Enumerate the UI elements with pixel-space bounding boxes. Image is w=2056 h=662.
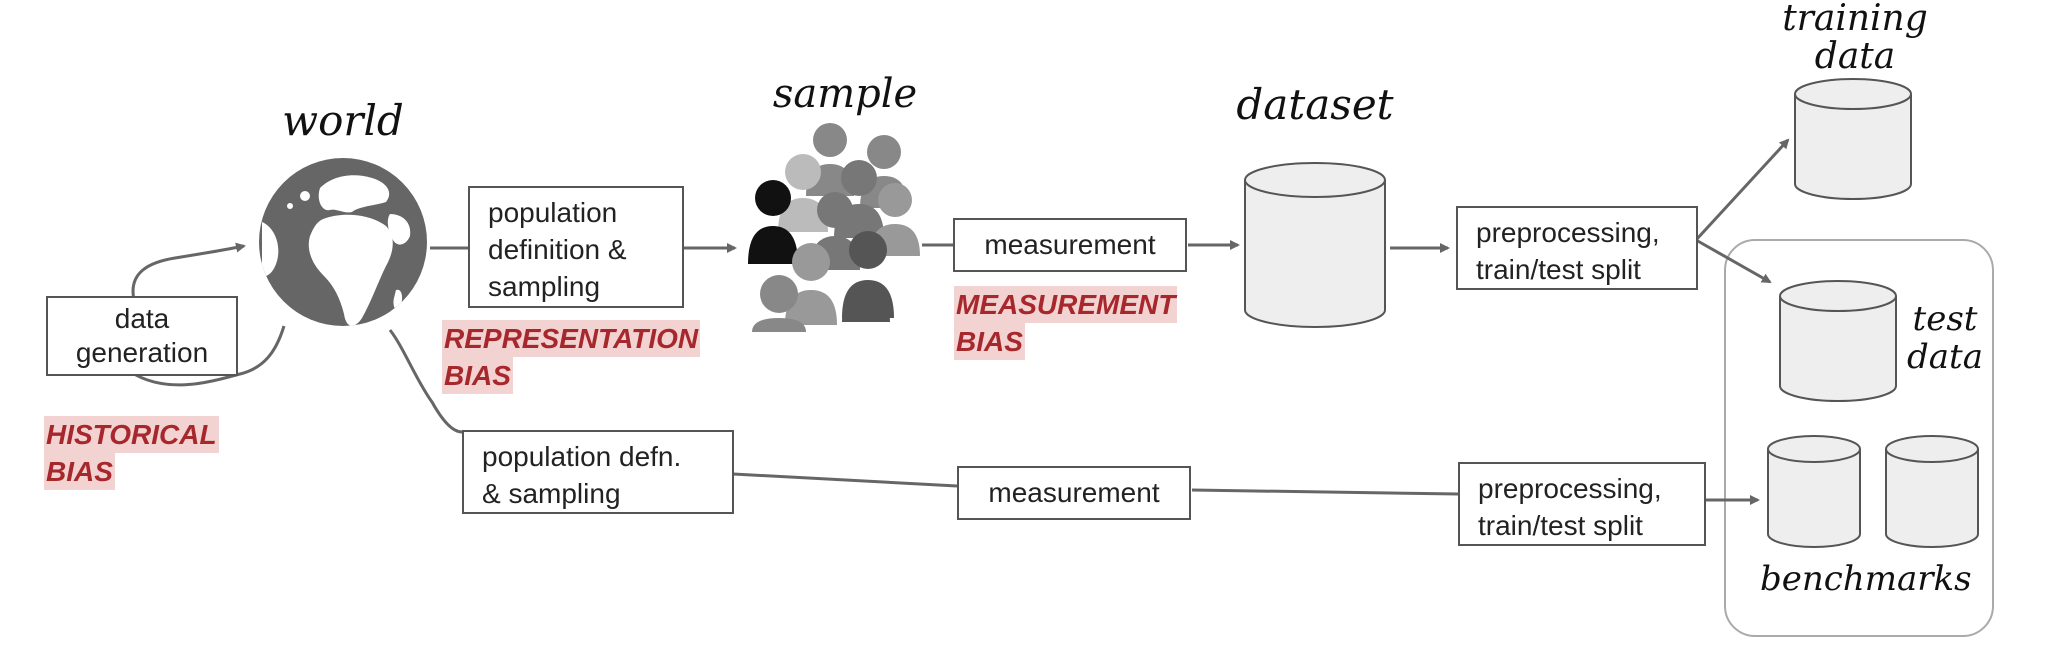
data-generation-box: data generation: [46, 296, 238, 376]
benchmarks-label: benchmarks: [1760, 559, 1972, 599]
benchmark-cylinder-icon: [1767, 435, 1861, 548]
preprocessing-box-bottom: preprocessing, train/test split: [1458, 462, 1706, 546]
people-crowd-icon: [748, 123, 920, 332]
dataset-label: dataset: [1236, 80, 1394, 129]
preprocessing-box-top: preprocessing, train/test split: [1456, 206, 1698, 290]
historical-bias-label: HISTORICAL BIAS: [44, 416, 219, 490]
world-label: world: [282, 96, 404, 145]
connector-world-to-population-defn: [388, 329, 463, 434]
representation-bias-label: REPRESENTATION BIAS: [442, 320, 701, 394]
arrow-data-generation-to-world: [131, 242, 246, 301]
measurement-bias-label: MEASUREMENT BIAS: [954, 286, 1178, 360]
measurement-box-bottom: measurement: [957, 466, 1191, 520]
dataset-cylinder-icon: [1244, 162, 1386, 328]
training-data-cylinder-icon: [1794, 78, 1912, 200]
test-data-cylinder-icon: [1779, 280, 1897, 402]
arrow-preprocessing-to-training-data: [1694, 138, 1790, 242]
connector-world-to-data-generation: [133, 325, 286, 387]
measurement-box-top: measurement: [953, 218, 1187, 272]
test-data-label: test data: [1907, 299, 1983, 377]
benchmark-cylinder-icon: [1885, 435, 1979, 548]
arrow-preprocessing-to-test-data: [1695, 238, 1772, 284]
globe-icon: [259, 158, 427, 326]
sample-label: sample: [772, 71, 918, 117]
test-data-group: [1724, 239, 1994, 637]
connector-measurement-to-preprocessing: [1191, 488, 1459, 496]
training-data-label: training data: [1782, 0, 1928, 77]
population-definition-box: population definition & sampling: [468, 186, 684, 308]
connector-population-defn-to-measurement: [732, 472, 958, 488]
population-defn-box-bottom: population defn. & sampling: [462, 430, 734, 514]
